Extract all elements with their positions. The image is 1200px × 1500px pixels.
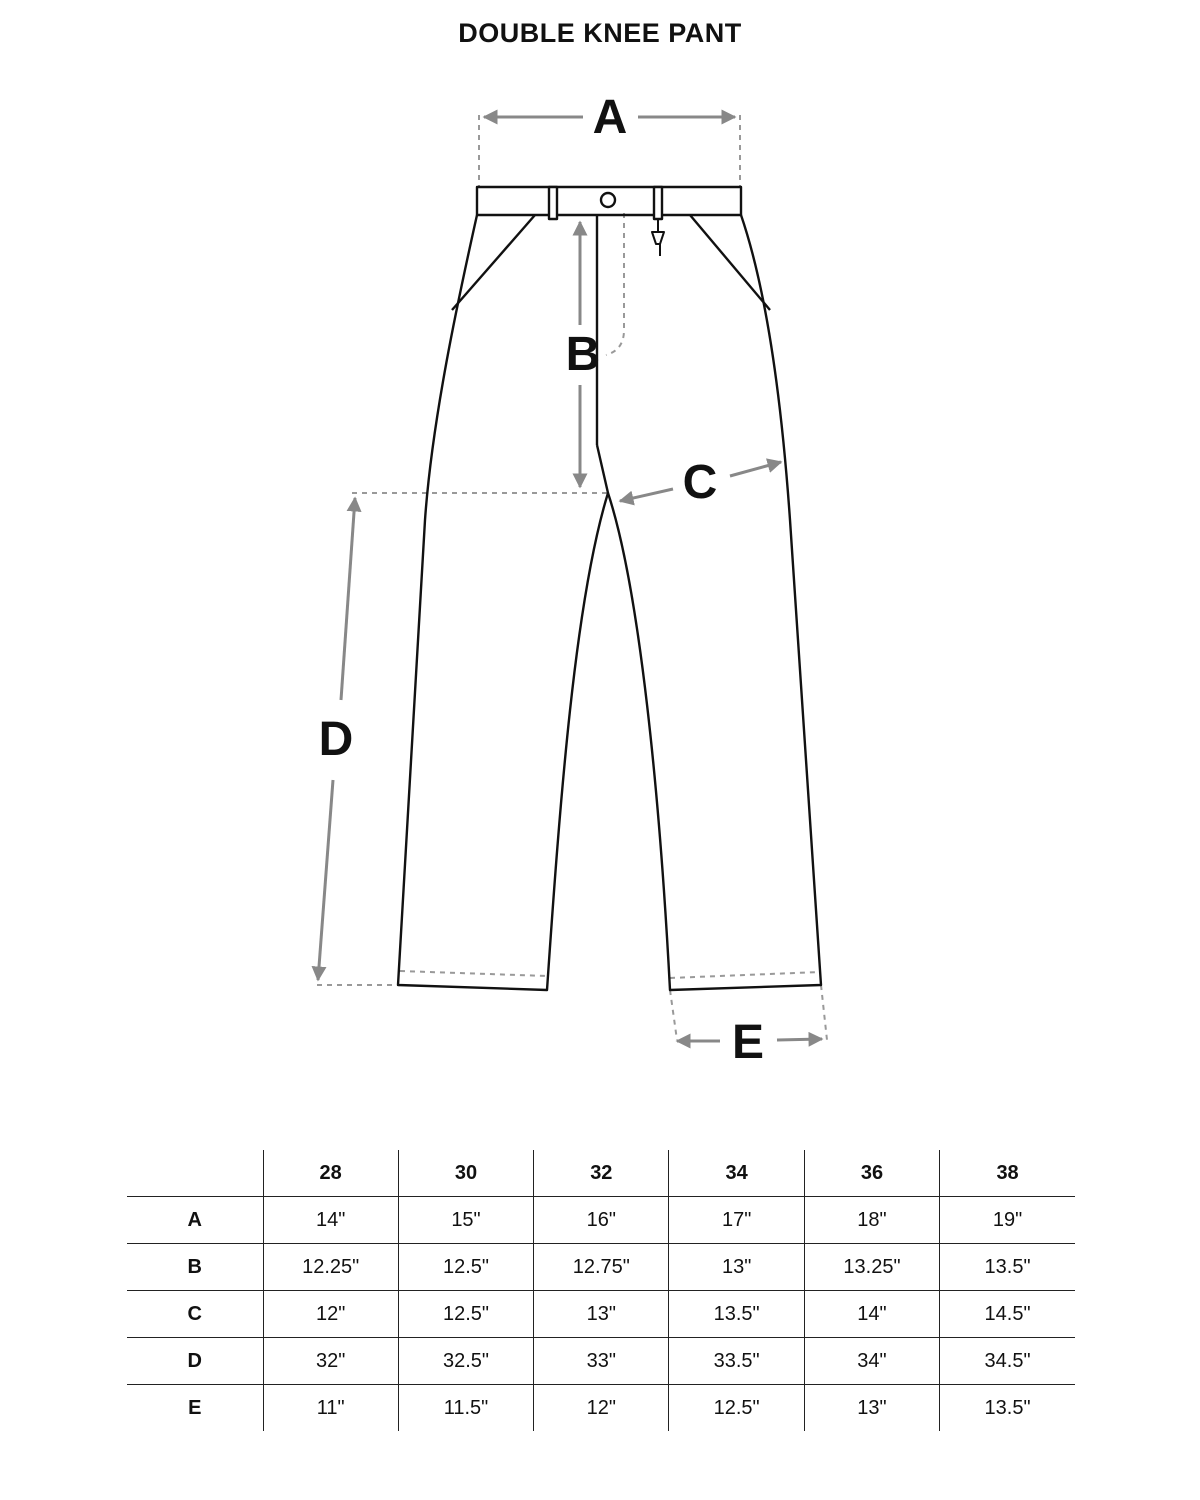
- size-header-cell: 28: [262, 1150, 399, 1197]
- table-cell: 19": [939, 1196, 1075, 1244]
- table-cell: 13": [803, 1384, 940, 1431]
- size-header-row: 28 30 32 34 36 38: [127, 1150, 1075, 1197]
- table-cell: 12": [262, 1290, 399, 1338]
- pant-outline: [396, 185, 823, 992]
- table-cell: 13.5": [939, 1384, 1075, 1431]
- table-cell: 13.5": [668, 1290, 805, 1338]
- size-table: 28 30 32 34 36 38 A 14" 15" 16" 17" 18" …: [127, 1150, 1075, 1431]
- measure-arrows: [311, 109, 824, 1049]
- size-header-cell: 32: [533, 1150, 669, 1197]
- table-cell: 12.5": [668, 1384, 805, 1431]
- arrow-c-left: [618, 487, 674, 506]
- size-header-cell: 36: [803, 1150, 940, 1197]
- table-cell: 34": [803, 1337, 940, 1385]
- belt-loop-right: [652, 185, 664, 221]
- guide-lines: [317, 115, 828, 1041]
- page-title: DOUBLE KNEE PANT: [458, 18, 742, 48]
- table-cell: 11.5": [397, 1384, 534, 1431]
- belt-loop-left: [547, 185, 559, 221]
- arrow-e-right: [776, 1031, 824, 1047]
- table-cell: 32.5": [397, 1337, 534, 1385]
- hammer-loop: [651, 219, 665, 256]
- left-pocket: [451, 214, 536, 311]
- pant-legs: [396, 214, 823, 992]
- row-label: C: [127, 1290, 263, 1338]
- label-c: C: [683, 456, 718, 509]
- table-cell: 11": [262, 1384, 399, 1431]
- table-cell: 17": [668, 1196, 805, 1244]
- size-header-cell: 38: [939, 1150, 1075, 1197]
- size-header-cell: 30: [397, 1150, 534, 1197]
- button: [599, 191, 617, 209]
- table-cell: 12.75": [533, 1243, 669, 1291]
- row-label: D: [127, 1337, 263, 1385]
- arrow-c-right: [729, 458, 783, 478]
- row-label: A: [127, 1196, 263, 1244]
- table-row: B 12.25" 12.5" 12.75" 13" 13.25" 13.5": [127, 1243, 1075, 1291]
- table-row: A 14" 15" 16" 17" 18" 19": [127, 1196, 1075, 1244]
- row-label: E: [188, 1396, 202, 1419]
- table-cell: 14": [262, 1196, 399, 1244]
- right-pocket: [689, 214, 771, 311]
- table-row: E 11" 11.5" 12" 12.5" 13" 13.5": [127, 1384, 1075, 1431]
- table-row: D 32" 32.5" 33" 33.5" 34" 34.5": [127, 1337, 1075, 1385]
- table-cell: 12.5": [397, 1290, 534, 1338]
- arrow-d-up: [339, 496, 362, 701]
- label-d: D: [319, 713, 354, 766]
- label-b: B: [566, 328, 601, 381]
- label-a: A: [593, 91, 628, 144]
- table-cell: 16": [533, 1196, 669, 1244]
- crotch-seam: [595, 444, 610, 494]
- table-cell: 13": [533, 1290, 669, 1338]
- table-cell: 18": [803, 1196, 940, 1244]
- table-cell: 12": [533, 1384, 669, 1431]
- table-cell: 12.25": [262, 1243, 399, 1291]
- table-cell: 15": [397, 1196, 534, 1244]
- table-row: C 12" 12.5" 13" 13.5" 14" 14.5": [127, 1290, 1075, 1338]
- row-label: B: [127, 1243, 263, 1291]
- arrow-d-down: [311, 779, 335, 982]
- table-cell: 33.5": [668, 1337, 805, 1385]
- table-cell: 12.5": [397, 1243, 534, 1291]
- waistband: [475, 185, 743, 217]
- table-cell: 13.5": [939, 1243, 1075, 1291]
- size-header-cell: 34: [668, 1150, 805, 1197]
- table-cell: 33": [533, 1337, 669, 1385]
- table-cell: 14.5": [939, 1290, 1075, 1338]
- table-cell: 34.5": [939, 1337, 1075, 1385]
- table-cell: 32": [262, 1337, 399, 1385]
- table-cell: 14": [803, 1290, 940, 1338]
- table-cell: 13": [668, 1243, 805, 1291]
- size-header-cell: [127, 1150, 263, 1197]
- label-e: E: [732, 1016, 764, 1069]
- table-cell: 13.25": [803, 1243, 940, 1291]
- pant-diagram: A B C D E: [311, 91, 828, 1069]
